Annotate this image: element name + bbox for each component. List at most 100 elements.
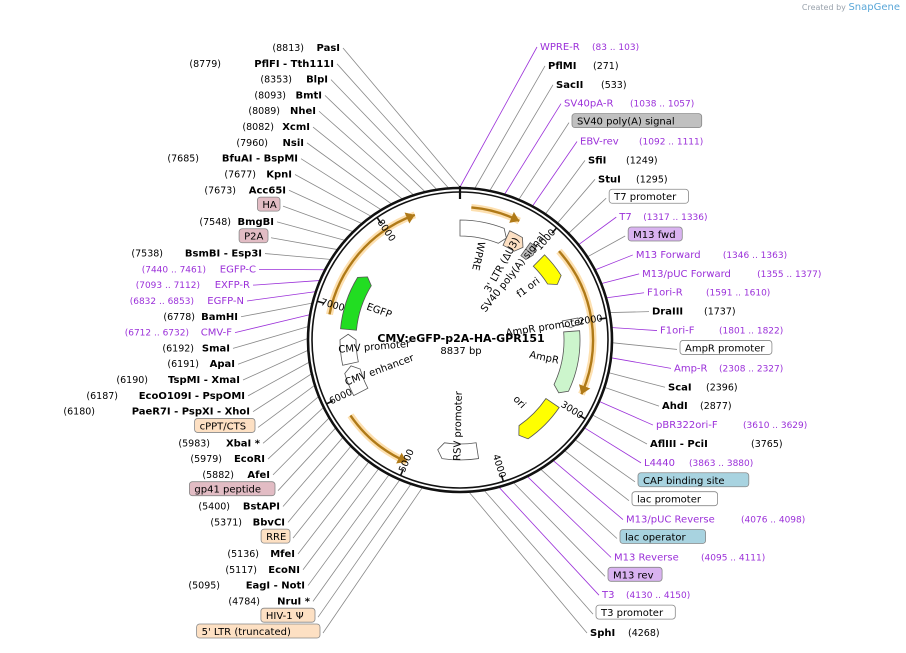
enzyme-name: XcmI xyxy=(282,122,310,133)
enzyme-name: ApaI xyxy=(210,359,235,370)
label-feature: CAP binding site xyxy=(637,472,750,488)
label-primer: EXFP-R(7093 .. 7112) xyxy=(136,280,250,291)
label-enzyme: BmgBI(7548) xyxy=(199,217,274,228)
tick-mark xyxy=(500,474,505,482)
leader-line xyxy=(611,357,672,369)
primer-position: (1317 .. 1336) xyxy=(643,213,707,223)
feature-label: EGFP xyxy=(365,302,393,321)
leader-line xyxy=(300,158,381,210)
feature-box xyxy=(256,196,281,212)
enzyme-name: BlpI xyxy=(306,75,328,86)
enzyme-name: ScaI xyxy=(668,382,692,393)
leader-line xyxy=(282,205,353,232)
feature-f1-ori xyxy=(532,254,562,285)
enzyme-position: (1737) xyxy=(704,307,736,318)
primer-position: (83 .. 103) xyxy=(592,43,639,53)
enzyme-name: AhdI xyxy=(662,401,688,412)
feature-name: RRE xyxy=(266,532,286,543)
plasmid-name: CMV:eGFP-p2A-HA-GPR151 xyxy=(377,332,544,345)
enzyme-name: Acc65I xyxy=(249,185,286,196)
leader-line xyxy=(252,280,320,286)
leader-line xyxy=(545,160,586,214)
leader-line xyxy=(288,189,362,224)
enzyme-name: StuI xyxy=(598,174,621,185)
primer-position: (2308 .. 2327) xyxy=(719,364,783,374)
enzyme-position: (1295) xyxy=(636,174,668,185)
label-feature: cPPT/CTS xyxy=(194,418,256,433)
label-primer: SV40pA-R(1038 .. 1057) xyxy=(564,99,694,110)
label-enzyme: XcmI(8082) xyxy=(242,122,310,133)
label-enzyme: StuI (1295) xyxy=(598,174,668,185)
feature-ori xyxy=(518,397,560,440)
enzyme-position: (7960) xyxy=(236,138,268,149)
leader-line xyxy=(610,311,650,313)
feature-name: T3 promoter xyxy=(600,608,664,619)
label-primer: T3(4130 .. 4150) xyxy=(601,590,690,601)
label-feature: gp41 peptide xyxy=(188,481,276,497)
tick-label: 3000 xyxy=(559,399,585,421)
label-primer: WPRE-R(83 .. 103) xyxy=(540,42,639,53)
primer-position: (3610 .. 3629) xyxy=(743,421,807,431)
label-enzyme: BmtI(8093) xyxy=(254,90,322,101)
feature-sv40-poly-a-signal xyxy=(520,242,537,260)
enzyme-position: (6192) xyxy=(162,343,194,354)
primer-position: (1801 .. 1822) xyxy=(719,327,783,337)
feature-name: SV40 poly(A) signal xyxy=(577,117,675,128)
enzyme-name: BmgBI xyxy=(237,217,274,228)
enzyme-position: (5400) xyxy=(198,502,230,513)
label-feature: RRE xyxy=(260,528,291,544)
gene-arrow-4-glow xyxy=(326,211,417,316)
leader-line xyxy=(252,373,312,412)
primer-name: EGFP-N xyxy=(207,296,244,307)
enzyme-name: XbaI * xyxy=(226,438,261,449)
label-feature: 5' LTR (truncated) xyxy=(196,623,321,639)
leader-line xyxy=(307,475,389,586)
feature-box xyxy=(627,226,683,242)
enzyme-name: PasI xyxy=(317,43,340,54)
enzyme-position: (3765) xyxy=(751,439,783,450)
leader-line xyxy=(532,141,578,206)
label-enzyme: BfuAI - BspMI(7685) xyxy=(167,154,298,165)
label-enzyme: SphI(4268) xyxy=(590,628,660,639)
enzyme-position: (6180) xyxy=(63,407,95,418)
label-feature: HIV-1 Ψ xyxy=(260,607,316,623)
leader-line xyxy=(579,216,617,245)
label-primer: F1ori-R(1591 .. 1610) xyxy=(647,288,770,299)
label-enzyme: DraIII(1737) xyxy=(652,307,736,318)
gene-arrow-4-head xyxy=(404,212,415,224)
leader-line xyxy=(527,476,612,558)
leader-line xyxy=(267,407,324,460)
enzyme-position: (6190) xyxy=(116,375,148,386)
enzyme-name: TspMI - XmaI xyxy=(168,375,240,386)
primer-position: (4076 .. 4098) xyxy=(741,516,805,526)
primer-name: F1ori-R xyxy=(647,288,683,299)
leader-line xyxy=(257,385,315,428)
feature-ampr xyxy=(553,330,581,394)
leader-line xyxy=(504,103,562,194)
enzyme-position: (5979) xyxy=(190,454,222,465)
feature-name: M13 rev xyxy=(613,570,654,581)
leader-line xyxy=(612,327,658,331)
feature-3-ltr-u3- xyxy=(502,230,524,252)
enzyme-position: (4268) xyxy=(628,628,660,639)
label-primer: M13/pUC Forward(1355 .. 1377) xyxy=(642,269,821,280)
label-enzyme: AfeI(5882) xyxy=(202,470,270,481)
gene-arrow-2-head xyxy=(579,384,591,395)
label-enzyme: ApaI(6191) xyxy=(167,359,235,370)
feature-box xyxy=(260,607,316,623)
site-labels: WPRE-R(83 .. 103)PflMI(271)SacII(533)SV4… xyxy=(63,42,821,639)
leader-line xyxy=(553,460,624,520)
enzyme-position: (2877) xyxy=(700,401,732,412)
label-primer: M13/pUC Reverse(4076 .. 4098) xyxy=(626,515,805,526)
enzyme-name: SmaI xyxy=(202,343,230,354)
tick-mark xyxy=(326,400,334,405)
enzyme-name: BsmBI - Esp3I xyxy=(185,249,262,260)
enzyme-name: NruI * xyxy=(277,596,311,607)
leader-line xyxy=(312,480,400,602)
feature-box xyxy=(196,623,321,639)
primer-name: M13/pUC Forward xyxy=(642,269,731,280)
primer-name: EGFP-C xyxy=(220,264,256,275)
enzyme-name: NsiI xyxy=(283,138,304,149)
label-primer: F1ori-F(1801 .. 1822) xyxy=(660,326,783,337)
feature-label: ori xyxy=(511,394,528,411)
